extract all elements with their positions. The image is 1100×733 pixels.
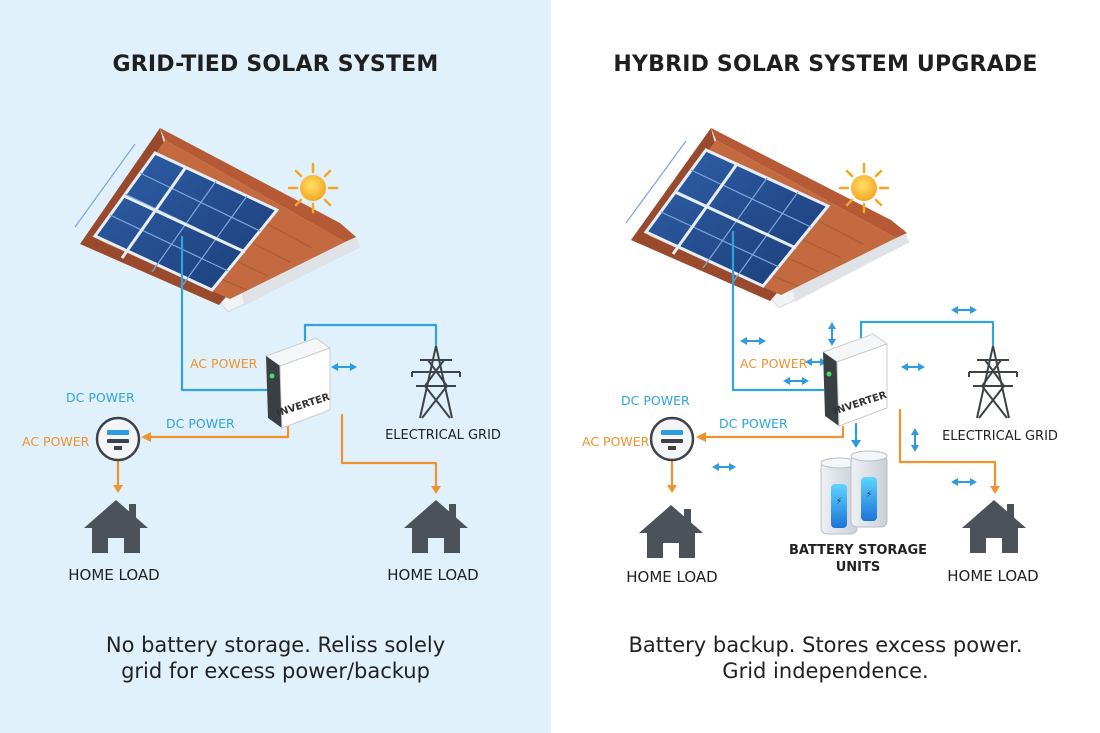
solar-panel [74,143,280,292]
hybrid-diagram: INVERTER ⚡ ⚡ [582,128,1058,586]
caption-line: grid for excess power/backup [121,659,430,683]
dc-line-panel-to-inverter [180,235,270,392]
bidirectional-arrow-icon [828,322,836,346]
bidirectional-arrow-icon [951,306,977,314]
grid-tied-caption: No battery storage. Reliss solely grid f… [0,632,551,684]
inverter-box: INVERTER [821,333,888,427]
dc-power-label: DC POWER [66,390,135,405]
battery-storage-label: BATTERY STORAGE [789,543,927,558]
caption-line: Battery backup. Stores excess power. [628,633,1023,657]
hybrid-title: HYBRID SOLAR SYSTEM UPGRADE [613,52,1038,77]
electric-meter-icon [649,416,695,462]
dc-power-label: DC POWER [166,416,235,431]
battery-storage-label: UNITS [836,560,881,575]
hybrid-panel: HYBRID SOLAR SYSTEM UPGRADE [551,0,1100,733]
bidirectional-arrow-icon [901,363,925,371]
line-inverter-to-grid [303,323,438,347]
arrow-to-battery [851,440,861,448]
ac-power-label: AC POWER [190,356,258,371]
bidirectional-arrow-icon [712,463,736,471]
caption-line: Grid independence. [722,659,929,683]
home-icon [404,500,468,553]
wiring [670,230,997,492]
ac-line-inverter-to-meter [703,425,845,439]
dc-line-panel-to-inverter [731,230,825,392]
ac-line-inverter-to-home [898,408,997,492]
grid-tied-panel: GRID-TIED SOLAR SYSTEM [0,0,551,733]
solar-panel [625,140,831,288]
ac-arrowheads [667,432,1000,494]
battery-storage-icon: ⚡ ⚡ [820,450,888,535]
home-icon [962,500,1026,553]
electrical-grid-label: ELECTRICAL GRID [385,428,501,443]
ac-arrowheads [113,432,441,494]
svg-text:⚡: ⚡ [866,490,872,500]
bidirectional-arrow-icon [331,363,357,371]
bidirectional-arrow-icon [911,428,919,452]
sun-icon [287,162,339,214]
bidirectional-arrow-icon [951,478,977,486]
dc-power-label: DC POWER [719,416,788,431]
grid-tied-diagram: INVERTER [22,128,501,584]
home-icon [84,500,148,553]
ac-line-inverter-to-home [340,413,438,492]
home-load-label: HOME LOAD [947,567,1038,585]
ac-line-inverter-to-meter [148,425,290,439]
home-icon [639,505,703,558]
electrical-grid-label: ELECTRICAL GRID [942,429,1058,444]
ac-power-label: AC POWER [582,434,650,449]
home-load-label: HOME LOAD [68,566,159,584]
bidirectional-arrow-icon [783,377,809,385]
ac-power-label: AC POWER [22,434,90,449]
bidirectional-arrow-icon [740,337,766,345]
wiring [116,235,438,492]
ac-power-label: AC POWER [740,356,808,371]
sun-icon [838,162,890,214]
home-load-label: HOME LOAD [626,568,717,586]
electrical-grid-tower-icon [968,345,1018,419]
grid-tied-title: GRID-TIED SOLAR SYSTEM [112,52,439,77]
inverter-box: INVERTER [264,337,331,429]
hybrid-caption: Battery backup. Stores excess power. Gri… [551,632,1100,684]
line-inverter-to-grid [859,320,995,347]
electric-meter-icon [95,416,141,462]
svg-text:⚡: ⚡ [836,497,842,507]
electrical-grid-tower-icon [411,345,461,419]
dc-power-label: DC POWER [621,393,690,408]
home-load-label: HOME LOAD [387,566,478,584]
caption-line: No battery storage. Reliss solely [105,633,446,657]
